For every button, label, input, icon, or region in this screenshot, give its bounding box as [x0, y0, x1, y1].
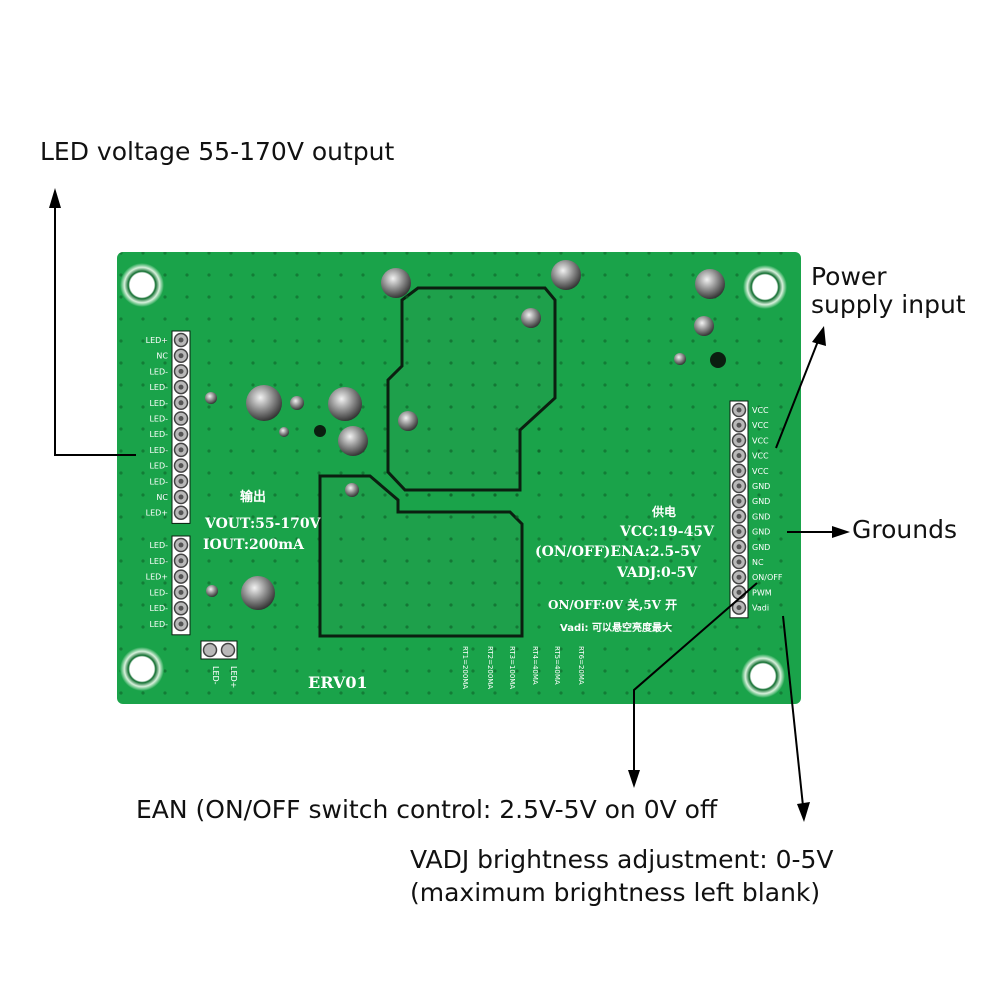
pin-label: PWM: [752, 588, 772, 597]
mounting-hole: [743, 265, 787, 309]
pin-label: LED-: [149, 604, 168, 613]
callout-led-output: LED voltage 55-170V output: [40, 137, 395, 166]
rt-labels: RT1=200MA RT2=200MA RT3=100MA RT4=40MA RT5=4…: [461, 646, 585, 689]
callout-grounds: Grounds: [852, 515, 957, 544]
silk-ena: (ON/OFF)ENA:2.5-5V: [535, 544, 702, 560]
mounting-hole: [120, 647, 164, 691]
led-output-line: [54, 198, 136, 456]
pin-label: NC: [156, 352, 168, 361]
rt-label: RT3=100MA: [508, 646, 516, 689]
vadj-line: [782, 615, 804, 807]
rt-label: RT4=40MA: [531, 646, 539, 685]
pin-label: NC: [156, 493, 168, 502]
power-input-line: [775, 335, 821, 449]
pin-label: LED+: [146, 573, 168, 582]
pin-label: LED-: [149, 430, 168, 439]
silk-iout: IOUT:200mA: [203, 537, 305, 553]
pin-label: GND: [752, 512, 770, 521]
mounting-hole: [120, 263, 164, 307]
callout-vadj-1: VADJ brightness adjustment: 0-5V: [410, 845, 834, 874]
pin-label: LED-: [149, 588, 168, 597]
arrow-right-icon: [832, 526, 850, 538]
callout-arrows: [54, 198, 836, 807]
callout-power-input-1: Power: [811, 262, 887, 291]
pin-label: VCC: [752, 406, 769, 415]
arrow-down-icon: [628, 770, 640, 788]
bottom-pin-header: LED- LED+: [200, 640, 238, 688]
pin-label: LED-: [149, 477, 168, 486]
pin-label: GND: [752, 497, 770, 506]
pin-label: VCC: [752, 452, 769, 461]
pin-label: ON/OFF: [752, 573, 783, 582]
rt-label: RT5=40MA: [553, 646, 561, 685]
pin-label: LED+: [229, 666, 238, 688]
pin-label: LED-: [149, 462, 168, 471]
pin-label: LED-: [149, 446, 168, 455]
pin-label: VCC: [752, 421, 769, 430]
pin-pad: [202, 642, 218, 658]
arrow-up-icon: [49, 188, 61, 208]
left-pin-header-lower: LED- LED- LED+ LED- LED- LED-: [146, 535, 191, 636]
pin-label: LED+: [146, 336, 168, 345]
pin-label: LED-: [149, 415, 168, 424]
silk-onoff: ON/OFF:0V 关,5V 开: [548, 597, 677, 612]
pin-label: LED-: [149, 399, 168, 408]
ean-line: [633, 582, 758, 774]
pin-label: LED-: [149, 367, 168, 376]
pin-label: NC: [752, 558, 764, 567]
rt-label: RT1=200MA: [461, 646, 469, 689]
silk-power-title: 供电: [651, 504, 676, 519]
silk-output-title: 输出: [240, 489, 266, 505]
rt-label: RT6=20MA: [577, 646, 585, 685]
pin-label: LED-: [149, 557, 168, 566]
callout-vadj-2: (maximum brightness left blank): [410, 878, 821, 907]
left-pin-header: LED+ NC LED- LED- LED- LED- LED- LED- LED- LED- NC…: [146, 330, 191, 524]
silk-vadj: VADJ:0-5V: [616, 565, 698, 581]
pin-label: GND: [752, 528, 770, 537]
mounting-hole: [741, 654, 785, 698]
solder-joints: [205, 260, 726, 610]
callout-ean: EAN (ON/OFF switch control: 2.5V-5V on 0…: [136, 795, 718, 824]
silk-vadi-note: Vadi: 可以悬空亮度最大: [560, 621, 672, 634]
pin-label: Vadi: [752, 604, 769, 613]
silk-vcc: VCC:19-45V: [619, 524, 715, 540]
pin-pad: [220, 642, 236, 658]
pin-label: LED-: [149, 383, 168, 392]
pin-label: GND: [752, 543, 770, 552]
pin-label: VCC: [752, 436, 769, 445]
silk-model: ERV01: [308, 673, 368, 692]
pin-label: LED-: [149, 541, 168, 550]
callout-power-input-2: supply input: [811, 290, 966, 319]
pin-label: GND: [752, 482, 770, 491]
arrowheads: [49, 188, 850, 822]
pin-label: LED-: [149, 620, 168, 629]
pin-label: LED+: [146, 509, 168, 518]
arrow-down-icon: [797, 802, 810, 822]
pin-label: VCC: [752, 467, 769, 476]
silk-vout: VOUT:55-170V: [204, 516, 322, 532]
right-pin-header: VCC VCC VCC VCC VCC GND GND GND GND GND NC ON/OFF PW…: [729, 400, 783, 619]
arrow-up-icon: [812, 326, 826, 346]
pin-label: LED-: [211, 666, 220, 685]
rt-label: RT2=200MA: [486, 646, 494, 689]
